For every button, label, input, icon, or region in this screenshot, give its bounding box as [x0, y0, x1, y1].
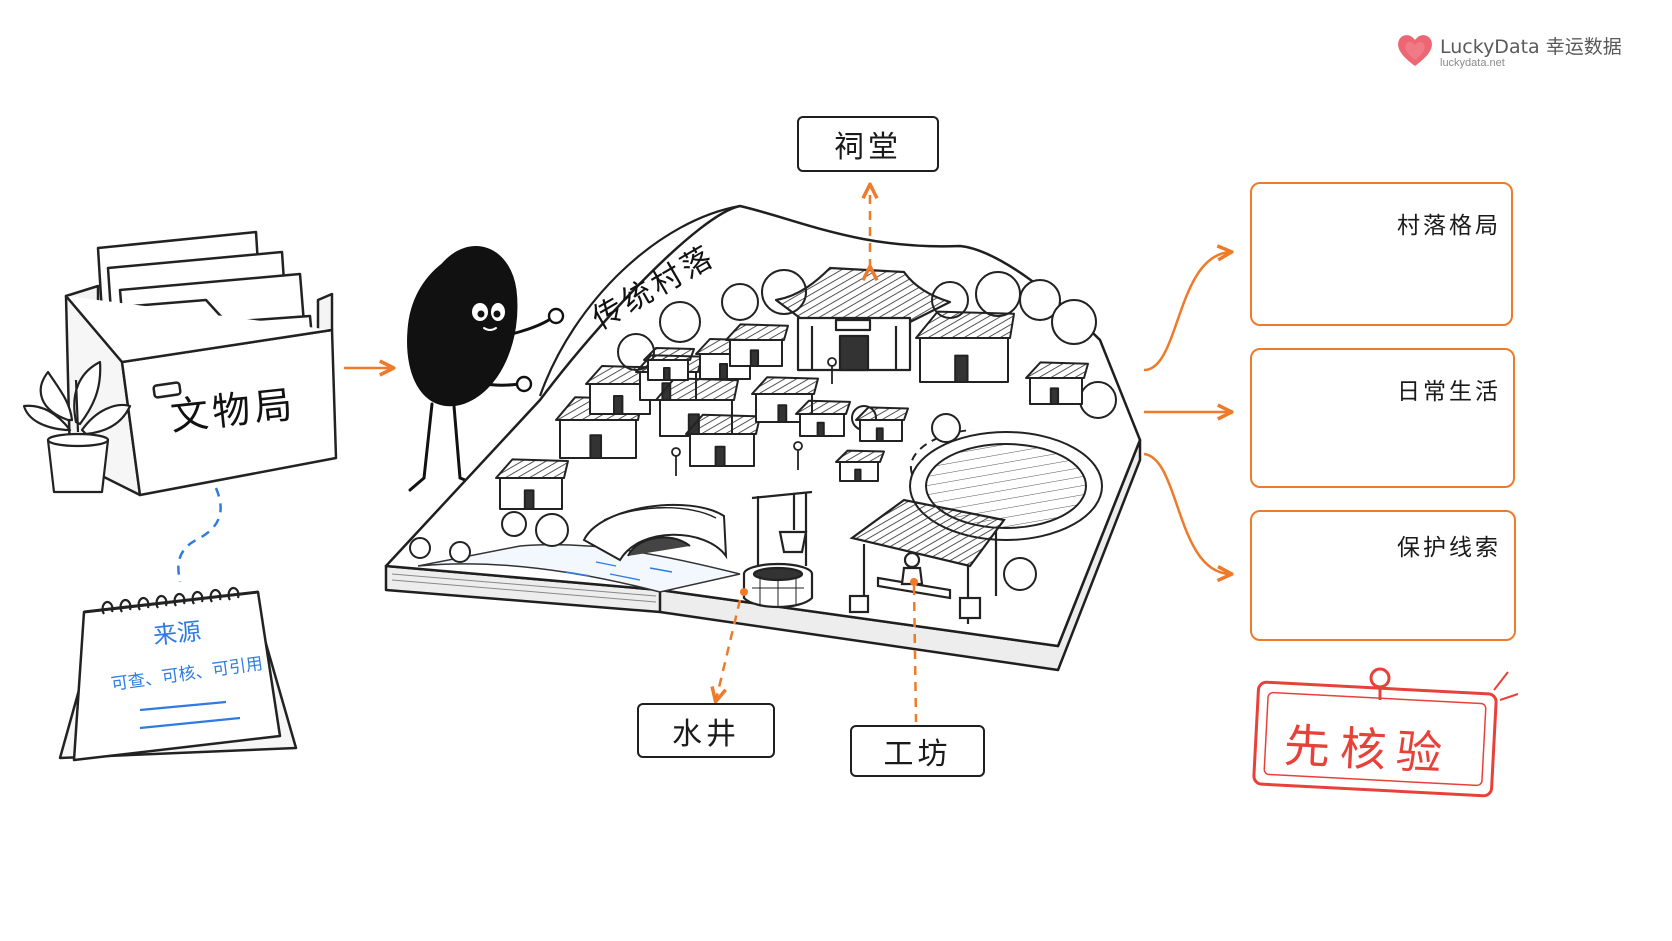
stone-bridge	[582, 503, 728, 562]
callout-well: 水井	[637, 703, 775, 758]
village-house	[1025, 361, 1089, 405]
village-house	[725, 323, 789, 367]
calendar-rings	[101, 586, 240, 615]
callout-ancestral-hall-text: 祠堂	[834, 130, 902, 165]
callout-workshop: 工坊	[850, 725, 985, 777]
output-card-daily-life: 日常生活	[1250, 348, 1515, 488]
output-card-daily-life-title: 日常生活	[1397, 379, 1501, 405]
callout-workshop-text: 工坊	[883, 737, 952, 772]
heart-logo-icon	[1398, 35, 1432, 66]
village-houses	[495, 310, 1089, 510]
folder-to-source-connector	[177, 487, 222, 583]
village-house	[915, 310, 1015, 384]
calendar-title: 来源	[152, 617, 203, 650]
verify-stamp	[1252, 667, 1519, 798]
calendar-blue-lines	[139, 700, 241, 730]
village-house	[685, 413, 761, 467]
arrow-to-layout	[1143, 252, 1230, 372]
village-house	[795, 399, 851, 437]
village-house	[495, 458, 569, 510]
output-card-protection-clues-title: 保护线索	[1397, 535, 1501, 561]
brand-url: luckydata.net	[1440, 57, 1505, 69]
connector-well	[716, 599, 742, 700]
river	[417, 543, 741, 593]
stamp-text: 先核验	[1283, 718, 1454, 781]
brand-name: LuckyData 幸运数据	[1440, 36, 1622, 58]
arrow-to-clues	[1143, 452, 1230, 574]
output-card-layout: 村落格局	[1250, 182, 1513, 326]
banner-fold	[538, 204, 741, 397]
bean-character	[407, 246, 565, 492]
potted-plant-illustration	[22, 360, 132, 494]
output-card-layout-title: 村落格局	[1397, 213, 1501, 239]
trees	[409, 269, 1117, 591]
ancestral-hall	[774, 266, 952, 372]
villagers	[671, 357, 837, 476]
village-house	[643, 347, 695, 381]
connector-workshop	[912, 585, 918, 723]
village-house	[855, 406, 909, 442]
callout-well-text: 水井	[672, 716, 740, 752]
water-well	[742, 490, 814, 608]
output-card-protection-clues: 保护线索	[1250, 510, 1516, 641]
brand-logo: LuckyData 幸运数据 luckydata.net	[1396, 30, 1646, 74]
village-house	[835, 449, 885, 483]
callout-ancestral-hall: 祠堂	[797, 116, 939, 172]
field-area	[909, 429, 1103, 541]
